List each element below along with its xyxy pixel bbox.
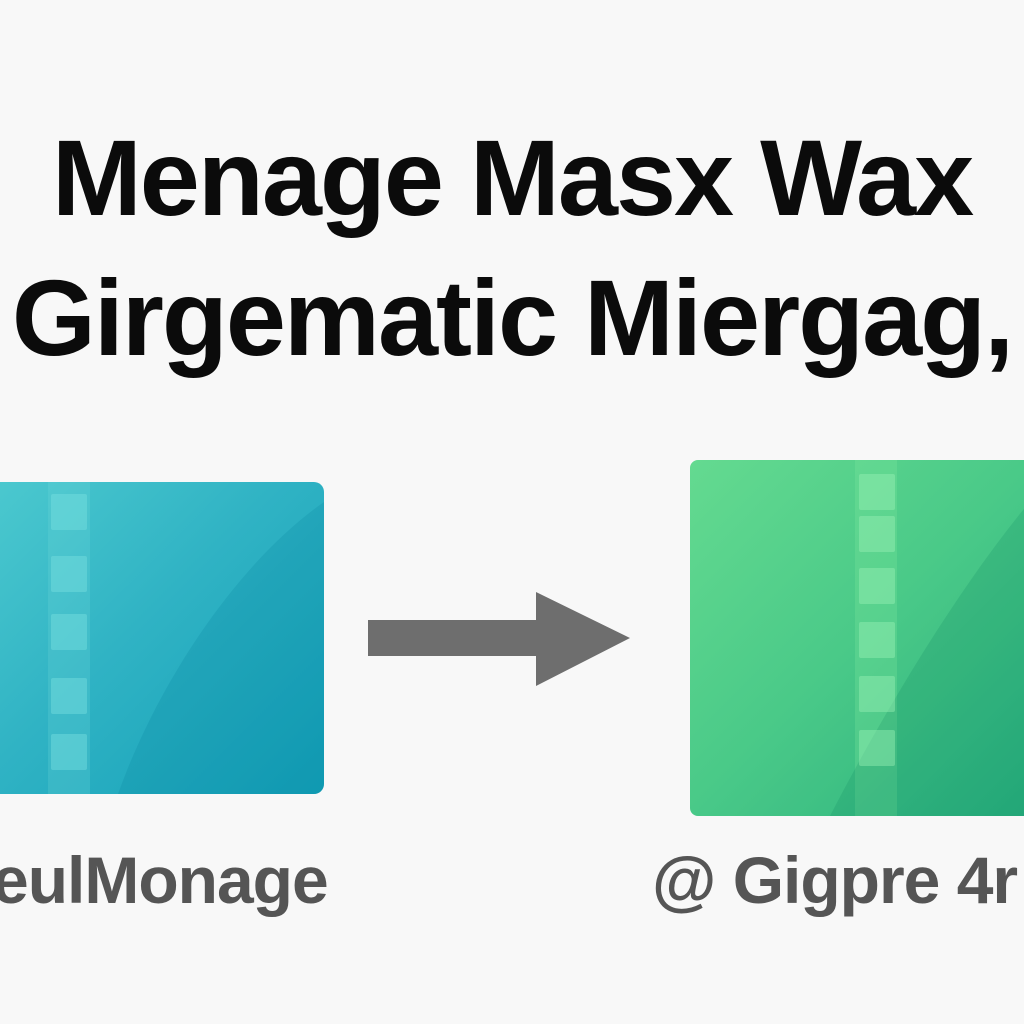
source-slot	[51, 614, 87, 650]
source-caption: eulMonage	[0, 843, 329, 917]
source-slot	[51, 494, 87, 530]
title-line-2: Girgematic Miergag,	[11, 257, 1014, 378]
source-slot	[51, 734, 87, 770]
target-panel	[690, 460, 1024, 816]
target-slot	[859, 676, 895, 712]
source-panel-sheen	[118, 502, 324, 794]
source-slot	[51, 678, 87, 714]
target-panel-sheen	[830, 460, 1024, 816]
target-slot	[859, 474, 895, 510]
target-slot	[859, 622, 895, 658]
target-slot	[859, 516, 895, 552]
arrow-right-icon	[368, 592, 630, 686]
source-panel	[0, 482, 324, 794]
target-caption: @ Gigpre 4r	[652, 843, 1018, 917]
target-slot	[859, 730, 895, 766]
target-slot	[859, 568, 895, 604]
source-panel-strip	[48, 482, 90, 794]
source-slot	[51, 556, 87, 592]
title-line-1: Menage Masx Wax	[51, 117, 974, 238]
